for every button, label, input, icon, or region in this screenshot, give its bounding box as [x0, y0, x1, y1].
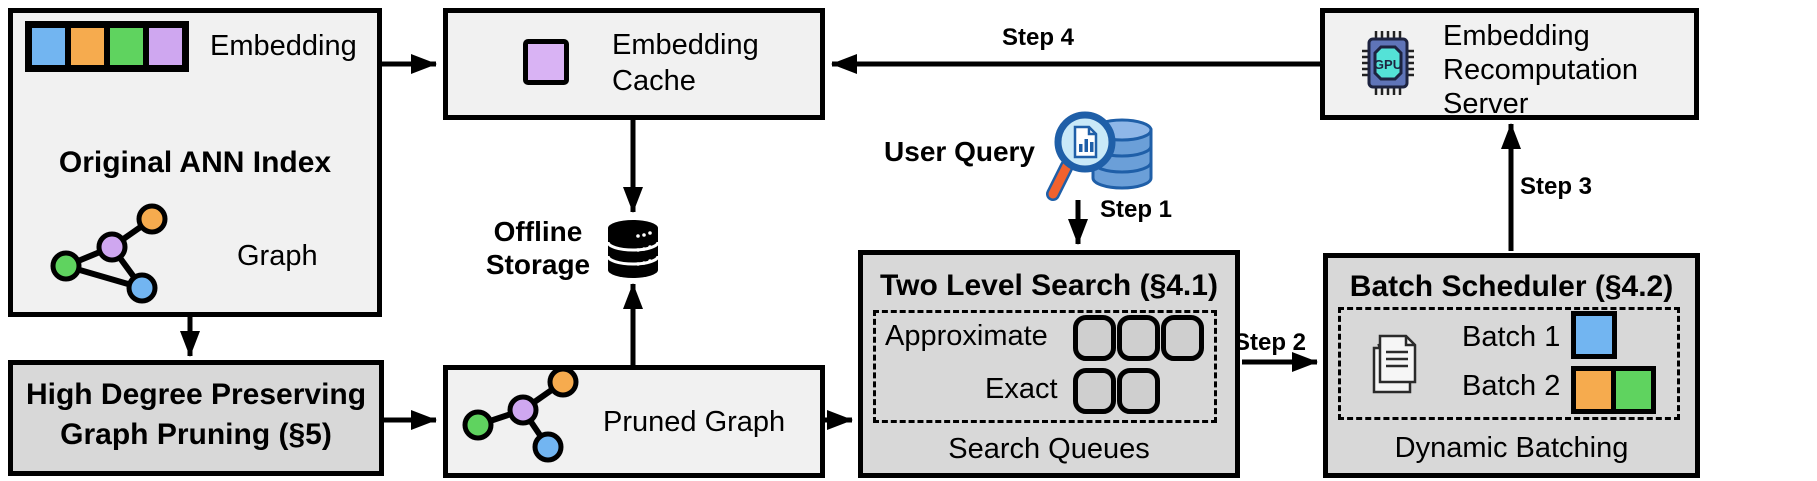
pruned-graph-icon — [462, 370, 579, 463]
documents-icon — [1372, 334, 1417, 394]
step3-label: Step 3 — [1520, 173, 1593, 200]
queue-slot — [1161, 315, 1204, 361]
user-query-search-icon — [1046, 111, 1153, 201]
gpu-chip-icon: GPU — [1362, 31, 1414, 95]
step2-label: Step 2 — [1234, 329, 1307, 356]
batch2-label: Batch 2 — [1462, 370, 1561, 402]
embedding-strip-icon — [25, 21, 189, 72]
queue-slot — [1073, 315, 1116, 361]
batch2-embedding-green — [1611, 366, 1656, 414]
step1-label: Step 1 — [1100, 196, 1173, 223]
recomputation-server-box: GPU Embedding Recomputation Server — [1320, 8, 1699, 120]
embedding-label: Embedding — [210, 30, 357, 62]
approximate-label: Approximate — [885, 320, 1048, 352]
offline-storage-label: Offline Storage — [485, 216, 591, 280]
pruned-graph-box: Pruned Graph — [443, 365, 825, 478]
pruned-graph-label: Pruned Graph — [603, 406, 786, 438]
batch2-embedding-orange — [1571, 366, 1616, 414]
queue-slot — [1073, 368, 1116, 414]
original-graph-icon — [50, 203, 168, 304]
step4-label: Step 4 — [1002, 24, 1075, 51]
two-level-search-box: Two Level Search (§4.1) Approximate Exac… — [858, 250, 1240, 478]
search-queues-caption: Search Queues — [948, 433, 1150, 465]
batch1-label: Batch 1 — [1462, 321, 1561, 353]
dynamic-batching-caption: Dynamic Batching — [1394, 432, 1629, 464]
recomputation-server-label: Embedding Recomputation Server — [1443, 20, 1639, 120]
batch2-embeddings — [1571, 366, 1656, 414]
embedding-cache-label: Embedding Cache — [612, 29, 759, 97]
queue-slot — [1117, 315, 1160, 361]
queue-slot — [1117, 368, 1160, 414]
graph-pruning-line2: Graph Pruning (§5) — [60, 418, 332, 451]
ann-index-title: Original ANN Index — [58, 146, 332, 179]
two-level-search-title: Two Level Search (§4.1) — [880, 269, 1218, 302]
batch-scheduler-box: Batch Scheduler (§4.2) Batch 1 Batch 2 D… — [1323, 253, 1700, 478]
approximate-queue-slots — [1073, 315, 1204, 361]
search-queues-region — [873, 310, 1217, 423]
graph-label: Graph — [237, 240, 318, 272]
original-ann-index-box: Embedding Original ANN Index Graph — [8, 8, 382, 317]
user-query-label: User Query — [884, 136, 1035, 167]
dynamic-batching-region — [1338, 307, 1680, 420]
offline-storage-database-icon — [606, 220, 660, 278]
embedding-cache-box: Embedding Cache — [443, 8, 825, 120]
batch1-embedding-blue — [1571, 311, 1617, 359]
exact-label: Exact — [985, 373, 1058, 405]
exact-queue-slots — [1073, 368, 1160, 414]
graph-pruning-box: High Degree Preserving Graph Pruning (§5… — [8, 360, 384, 476]
gpu-text: GPU — [1374, 57, 1402, 72]
cached-embedding-icon — [523, 39, 569, 85]
graph-pruning-line1: High Degree Preserving — [25, 378, 367, 411]
batch-scheduler-title: Batch Scheduler (§4.2) — [1349, 270, 1674, 303]
